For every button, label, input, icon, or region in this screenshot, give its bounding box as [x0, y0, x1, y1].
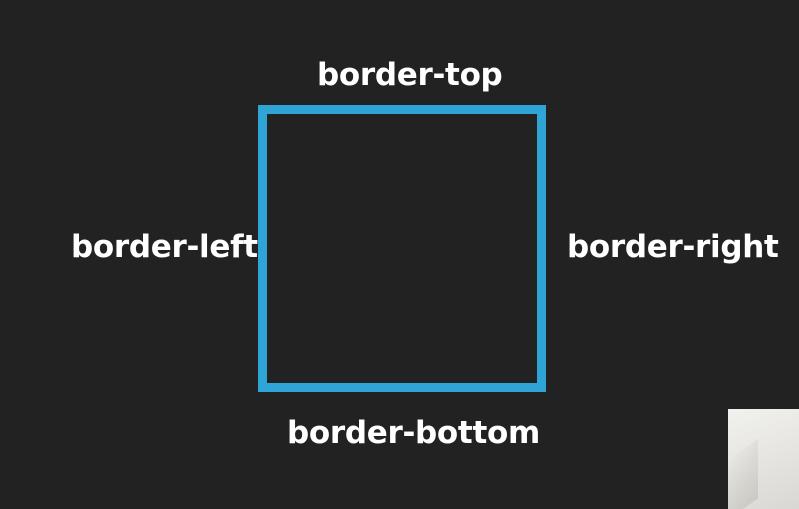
label-border-left: border-left — [71, 229, 258, 265]
label-border-bottom: border-bottom — [287, 415, 540, 451]
webcam-thumbnail — [728, 409, 799, 509]
label-border-right: border-right — [567, 229, 779, 265]
thumbnail-shade — [728, 438, 758, 509]
label-border-top: border-top — [317, 57, 503, 93]
bordered-box — [258, 105, 546, 392]
